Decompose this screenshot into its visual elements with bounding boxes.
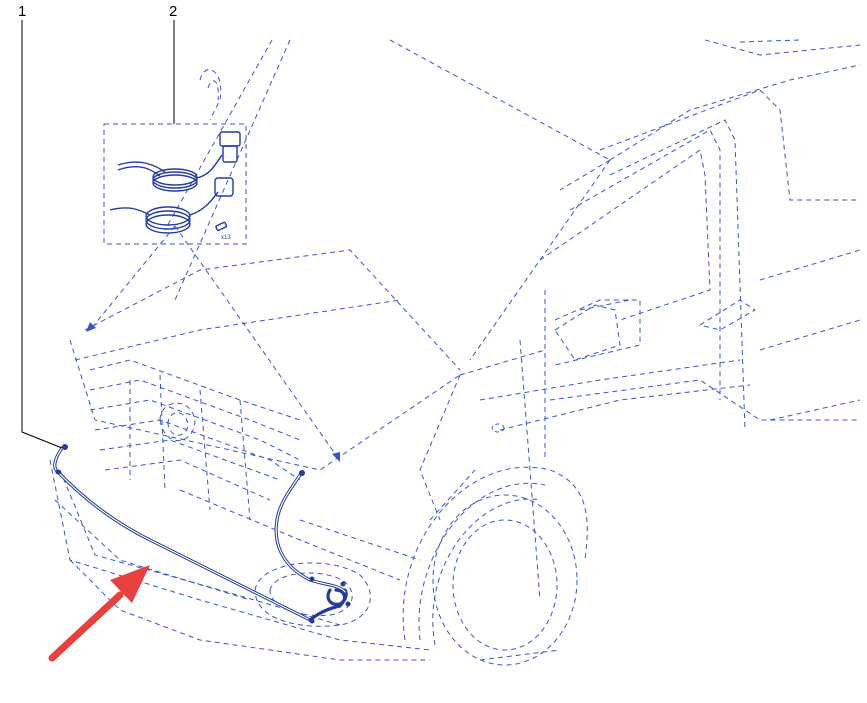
arrowhead-left xyxy=(86,322,96,332)
callout-2-number: 2 xyxy=(169,3,177,20)
connector-dot xyxy=(55,469,61,475)
kit-panel-border xyxy=(103,123,247,245)
connector-dot xyxy=(340,581,346,587)
kit-pointer-arrows xyxy=(86,225,340,462)
connector-dot xyxy=(309,618,315,624)
connector-dot xyxy=(345,601,351,607)
connector-dot xyxy=(62,444,68,450)
callout-1-number: 1 xyxy=(18,3,26,20)
highlight-arrow xyxy=(48,565,150,662)
kit-panel: x13 xyxy=(103,123,247,245)
connector-dot xyxy=(299,470,305,476)
connector-dot xyxy=(309,576,315,582)
kit-quantity-label: x13 xyxy=(221,235,231,241)
arrowhead-right xyxy=(332,452,340,462)
vehicle-outline xyxy=(49,39,861,666)
callout-2: 2 xyxy=(169,3,177,124)
wiring-harness xyxy=(53,444,351,624)
callout-1: 1 xyxy=(18,3,63,449)
